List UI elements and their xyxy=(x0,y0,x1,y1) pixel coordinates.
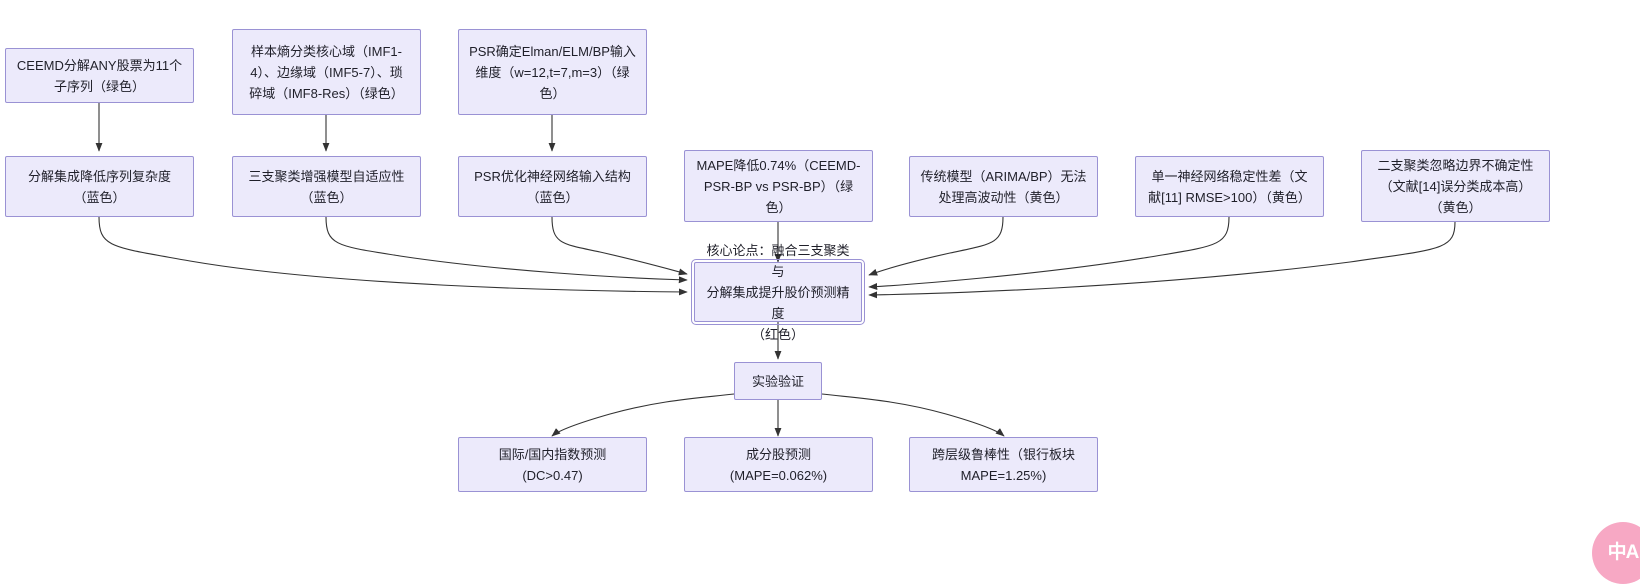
watermark-label: 中A xyxy=(1607,542,1640,563)
node-two-way-boundary-issue[interactable]: 二支聚类忽略边界不确定性 （文献[14]误分类成本高） （黄色） xyxy=(1361,150,1550,222)
edge-reduce-to-core xyxy=(98,216,688,296)
edge-experiment-to-index xyxy=(551,393,735,437)
node-sample-entropy-classification[interactable]: 样本熵分类核心域（IMF1- 4）、边缘域（IMF5-7）、琐 碎域（IMF8-… xyxy=(232,29,421,115)
node-core-claim[interactable]: 核心论点：融合三支聚类与 分解集成提升股价预测精度 （红色） xyxy=(691,243,865,342)
node-psr-input-dimension[interactable]: PSR确定Elman/ELM/BP输入 维度（w=12,t=7,m=3）（绿 色… xyxy=(458,29,647,115)
node-result-cross-level-robustness[interactable]: 跨层级鲁棒性（银行板块 MAPE=1.25%) xyxy=(909,437,1098,492)
node-experiment-verification[interactable]: 实验验证 xyxy=(734,362,822,400)
node-result-component-stock[interactable]: 成分股预测 (MAPE=0.062%) xyxy=(684,437,873,492)
node-psr-optimize-structure[interactable]: PSR优化神经网络输入结构 （蓝色） xyxy=(458,156,647,217)
node-traditional-model-limitation[interactable]: 传统模型（ARIMA/BP）无法 处理高波动性（黄色） xyxy=(909,156,1098,217)
node-single-network-instability[interactable]: 单一神经网络稳定性差（文 献[11] RMSE>100）（黄色） xyxy=(1135,156,1324,217)
watermark-badge: 中A xyxy=(1592,522,1640,584)
edge-optimize-to-core xyxy=(551,216,688,276)
edge-twoway-to-core xyxy=(868,221,1456,299)
edge-traditional-to-core xyxy=(868,216,1004,276)
node-three-way-adaptivity[interactable]: 三支聚类增强模型自适应性 （蓝色） xyxy=(232,156,421,217)
edge-threeway-to-core xyxy=(325,216,688,284)
node-reduce-sequence-complexity[interactable]: 分解集成降低序列复杂度 （蓝色） xyxy=(5,156,194,217)
edge-singlenn-to-core xyxy=(868,216,1230,291)
node-result-index-prediction[interactable]: 国际/国内指数预测 (DC>0.47) xyxy=(458,437,647,492)
edge-experiment-to-robust xyxy=(821,393,1005,437)
node-ceemd-decomposition[interactable]: CEEMD分解ANY股票为11个 子序列（绿色） xyxy=(5,48,194,103)
node-mape-improvement[interactable]: MAPE降低0.74%（CEEMD- PSR-BP vs PSR-BP）（绿 色… xyxy=(684,150,873,222)
